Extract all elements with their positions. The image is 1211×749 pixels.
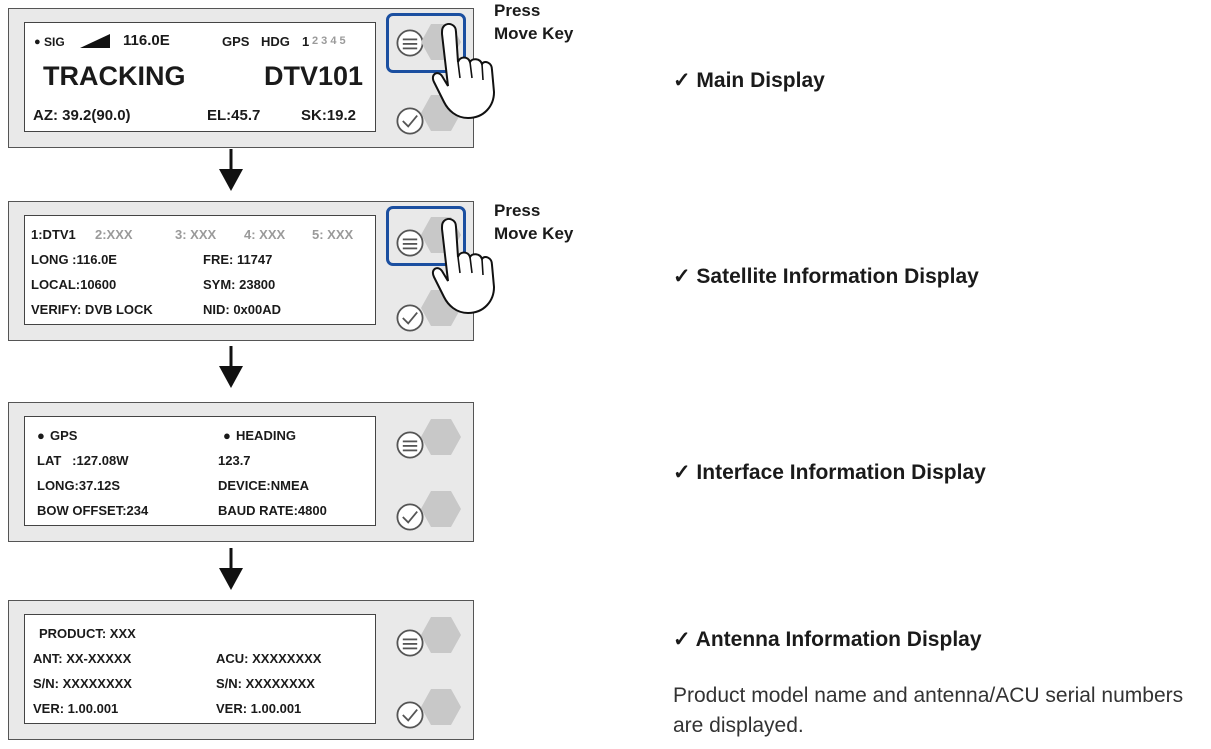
antenna-model: ANT: XX-XXXXX (33, 651, 132, 666)
heading-value: 123.7 (218, 453, 251, 468)
device-value: DEVICE:NMEA (218, 478, 310, 493)
press-move-key-label-2: Press Move Key (494, 199, 573, 245)
caption-antenna-info: ✓ Antenna Information Display (673, 628, 982, 651)
channel-active: 1 (302, 34, 310, 49)
menu-icon (396, 629, 424, 657)
latitude-value: LAT :127.08W (37, 453, 129, 468)
satellite-2: 2:XXX (95, 227, 133, 242)
product-value: PRODUCT: XXX (39, 626, 136, 641)
enter-key-button[interactable] (421, 491, 461, 527)
press-text: Press (494, 1, 541, 20)
acu-serial: S/N: XXXXXXXX (216, 676, 315, 691)
acu-model: ACU: XXXXXXXX (216, 651, 322, 666)
enter-icon (396, 503, 424, 531)
longitude-value: 116.0E (123, 32, 170, 49)
channels-inactive: 2 3 4 5 (312, 35, 346, 47)
menu-icon (396, 29, 424, 57)
move-key-highlight (386, 206, 466, 266)
panel-interface-info: ● GPS ● HEADING LAT :127.08W 123.7 LONG:… (8, 402, 474, 542)
enter-icon (396, 701, 424, 729)
down-arrow-icon (219, 149, 243, 191)
lcd-screen: ● GPS ● HEADING LAT :127.08W 123.7 LONG:… (24, 416, 376, 526)
local-value: LOCAL:10600 (31, 277, 117, 292)
menu-icon (396, 431, 424, 459)
heading-dot-icon: ● (223, 428, 231, 443)
gps-dot-icon: ● (37, 428, 45, 443)
lcd-screen: PRODUCT: XXX ANT: XX-XXXXX ACU: XXXXXXXX… (24, 614, 376, 724)
nid-value: NID: 0x00AD (203, 302, 282, 317)
caption-interface-info: ✓ Interface Information Display (673, 461, 986, 484)
lcd-screen: ● SIG 116.0E GPS HDG 1 2 3 4 5 TRACKING … (24, 22, 376, 132)
down-arrow-icon (219, 548, 243, 590)
status-text: TRACKING (43, 61, 186, 91)
move-key-button[interactable] (421, 617, 461, 653)
enter-icon (396, 304, 424, 332)
antenna-info-description: Product model name and antenna/ACU seria… (673, 684, 1184, 737)
panel-antenna-info: PRODUCT: XXX ANT: XX-XXXXX ACU: XXXXXXXX… (8, 600, 474, 740)
azimuth-value: AZ: 39.2(90.0) (33, 107, 131, 124)
pointing-hand-icon (432, 23, 496, 120)
baud-rate-value: BAUD RATE:4800 (218, 503, 327, 518)
satellite-3: 3: XXX (175, 227, 217, 242)
panel-main-display: ● SIG 116.0E GPS HDG 1 2 3 4 5 TRACKING … (8, 8, 474, 148)
caption-main-display: ✓ Main Display (673, 69, 825, 92)
pointing-hand-icon (432, 218, 496, 315)
satellite-4: 4: XXX (244, 227, 286, 242)
antenna-version: VER: 1.00.001 (33, 701, 119, 716)
move-key-text: Move Key (494, 224, 574, 243)
hdg-label: HDG (261, 34, 290, 49)
gps-label: GPS (50, 428, 78, 443)
heading-label: HEADING (236, 428, 296, 443)
press-text: Press (494, 201, 541, 220)
satellite-name: DTV101 (264, 61, 364, 91)
satellite-1: 1:DTV1 (31, 227, 76, 242)
press-move-key-label-1: Press Move Key (494, 0, 573, 45)
caption-satellite-info: ✓ Satellite Information Display (673, 265, 979, 288)
enter-icon (396, 107, 424, 135)
gps-label: GPS (222, 34, 250, 49)
move-key-button[interactable] (421, 419, 461, 455)
elevation-value: EL:45.7 (207, 107, 261, 124)
satellite-5: 5: XXX (312, 227, 354, 242)
skew-value: SK:19.2 (301, 107, 357, 124)
enter-key-button[interactable] (421, 689, 461, 725)
down-arrow-icon (219, 346, 243, 388)
lcd-screen: 1:DTV1 2:XXX 3: XXX 4: XXX 5: XXX LONG :… (24, 215, 376, 325)
menu-icon (396, 229, 424, 257)
bow-offset-value: BOW OFFSET:234 (37, 503, 149, 518)
acu-version: VER: 1.00.001 (216, 701, 302, 716)
sig-label: SIG (44, 35, 65, 49)
antenna-serial: S/N: XXXXXXXX (33, 676, 132, 691)
move-key-highlight (386, 13, 466, 73)
longitude-value: LONG :116.0E (31, 252, 117, 267)
signal-strength-icon (80, 34, 110, 48)
move-key-text: Move Key (494, 24, 574, 43)
symbol-rate-value: SYM: 23800 (203, 277, 276, 292)
sig-dot-icon: ● (34, 36, 41, 48)
panel-satellite-info: 1:DTV1 2:XXX 3: XXX 4: XXX 5: XXX LONG :… (8, 201, 474, 341)
longitude-value: LONG:37.12S (37, 478, 121, 493)
frequency-value: FRE: 11747 (203, 252, 273, 267)
verify-value: VERIFY: DVB LOCK (31, 302, 153, 317)
